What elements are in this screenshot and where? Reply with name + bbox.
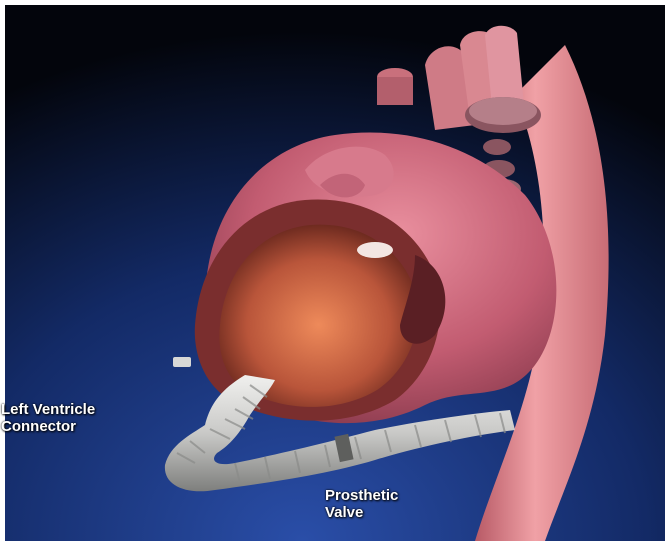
label-line-2: Connector	[1, 418, 95, 435]
heart-graphic	[5, 5, 665, 541]
prosthetic-valve-label: Prosthetic Valve	[325, 487, 398, 521]
label-line-1: Left Ventricle	[1, 401, 95, 418]
label-line-2: Valve	[325, 504, 398, 521]
left-ventricle-connector-label: Left Ventricle Connector	[1, 401, 95, 435]
label-line-1: Prosthetic	[325, 487, 398, 504]
heart-illustration	[5, 5, 665, 541]
